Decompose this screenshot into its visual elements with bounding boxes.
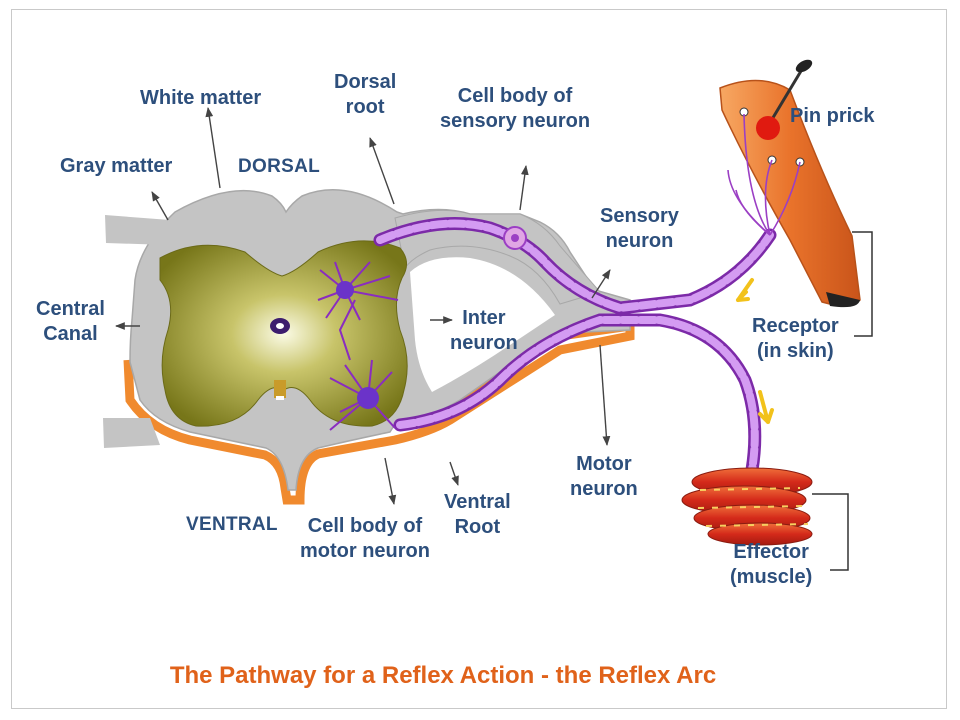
label-white-matter: White matter — [140, 87, 262, 109]
label-inter-neuron-line1: Inter — [462, 307, 506, 329]
pin-prick-spot — [756, 116, 780, 140]
label-sensory-neuron-line2: neuron — [605, 230, 674, 252]
label-motor-neuron-line1: Motor — [576, 453, 632, 475]
arm-skin — [719, 79, 861, 308]
receptor-nerve-endings — [727, 113, 801, 236]
label-dorsal: DORSAL — [238, 156, 321, 177]
sensory-direction-arrow — [736, 278, 754, 302]
root-gap — [410, 257, 555, 392]
label-pointers — [115, 107, 611, 505]
label-motor-neuron: Motor neuron — [570, 452, 638, 502]
label-inter-neuron: Inter neuron — [450, 306, 518, 356]
motor-cell-body — [357, 387, 379, 409]
motor-direction-arrow — [758, 390, 774, 424]
diagram-caption: The Pathway for a Reflex Action - the Re… — [169, 662, 717, 689]
label-receptor-line1: Receptor — [752, 315, 839, 337]
label-dorsal-root: Dorsal root — [334, 70, 396, 120]
label-cell-body-motor-line2: motor neuron — [300, 540, 430, 562]
label-effector: Effector (muscle) — [730, 540, 812, 590]
label-cell-body-motor: Cell body of motor neuron — [300, 514, 430, 564]
label-receptor: Receptor (in skin) — [752, 314, 839, 364]
label-cell-body-sensory-line2: sensory neuron — [440, 110, 591, 132]
label-dorsal-root-line2: root — [345, 96, 385, 118]
interneuron — [317, 261, 399, 361]
effector-bracket — [812, 493, 849, 571]
label-ventral-root-line2: Root — [454, 516, 501, 538]
label-sensory-neuron-line1: Sensory — [600, 205, 679, 227]
label-motor-neuron-line2: neuron — [570, 478, 638, 500]
sensory-neuron-axon — [373, 217, 777, 315]
label-central-canal-line1: Central — [36, 298, 105, 320]
label-effector-line1: Effector — [733, 541, 809, 563]
dorsal-root-shape — [394, 209, 601, 305]
cord-left-notch-top — [105, 215, 170, 245]
label-dorsal-root-line1: Dorsal — [334, 71, 397, 93]
label-ventral: VENTRAL — [186, 514, 278, 535]
label-cell-body-motor-line1: Cell body of — [307, 515, 423, 537]
pin — [766, 65, 806, 127]
label-pin-prick: Pin prick — [790, 105, 875, 127]
label-ventral-root-line1: Ventral — [444, 491, 511, 513]
label-gray-matter: Gray matter — [60, 155, 173, 177]
label-central-canal: Central Canal — [36, 297, 105, 347]
cord-left-notch-bottom — [103, 418, 160, 448]
motor-neuron-axon — [393, 313, 762, 477]
label-central-canal-line2: Canal — [43, 323, 98, 345]
label-sensory-neuron: Sensory neuron — [600, 204, 679, 254]
label-ventral-root: Ventral Root — [444, 490, 511, 540]
receptor-bracket — [852, 231, 873, 337]
label-cell-body-sensory: Cell body of sensory neuron — [440, 84, 590, 134]
label-receptor-line2: (in skin) — [757, 340, 834, 362]
motor-neuron-dendrites — [329, 359, 396, 431]
label-inter-neuron-line2: neuron — [450, 332, 518, 354]
effector-muscle — [681, 467, 813, 546]
label-cell-body-sensory-line1: Cell body of — [457, 85, 573, 107]
label-effector-line2: (muscle) — [730, 566, 813, 588]
